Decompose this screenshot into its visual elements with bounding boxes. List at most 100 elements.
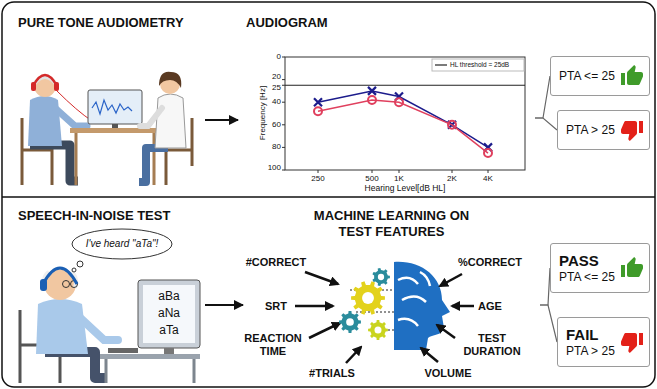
audiogram-chart (282, 85, 285, 86)
audiogram-chart (318, 170, 319, 173)
audiometry-illustration (34, 75, 56, 97)
outer-frame (2, 196, 655, 198)
result-text: PTA > 25 (566, 123, 615, 137)
speech-test-illustration (36, 299, 88, 354)
data-line (318, 91, 488, 147)
audiometry-illustration (139, 148, 168, 182)
data-marker (368, 87, 376, 95)
screen-syllable: aTa (159, 324, 178, 338)
branch-line (540, 305, 557, 342)
feature-label: VOLUME (424, 367, 471, 380)
audiometry-illustration (33, 75, 57, 86)
feature-label: AGE (478, 300, 502, 313)
ml-brain-icon (350, 262, 450, 350)
result-box: PASSPTA <= 25 (550, 243, 650, 293)
speech-test-illustration (44, 268, 76, 300)
speech-test-illustration (164, 348, 174, 354)
speech-test-illustration (72, 229, 172, 259)
audiogram-chart (372, 170, 373, 173)
feature-label: SRT (265, 300, 287, 313)
speech-bubble-text: I've heard "aTa"! (86, 238, 159, 250)
gear-icon (362, 292, 374, 304)
thumb-up-icon (620, 256, 644, 280)
data-marker (395, 98, 403, 106)
flow-arrow (205, 304, 243, 306)
gear-icon (351, 281, 385, 314)
speech-test-illustration (72, 268, 76, 272)
gear-icon (368, 320, 388, 340)
audiometry-illustration (92, 100, 132, 114)
feature-arrow (440, 274, 462, 286)
axis-tick: 500 (365, 174, 378, 183)
result-heading: FAIL (566, 326, 599, 344)
legend-line-sample (435, 64, 447, 65)
speech-test-illustration (100, 354, 200, 359)
audiometry-illustration (30, 145, 78, 181)
screen-syllable: aBa (158, 290, 179, 304)
speech-test-illustration (143, 285, 195, 343)
ml-panel: MACHINE LEARNING ON TEST FEATURES (243, 201, 540, 385)
gear-icon (378, 274, 384, 280)
feature-arrow (295, 305, 333, 308)
audiogram-chart (399, 170, 400, 173)
data-marker (484, 149, 492, 157)
feature-arrow (437, 325, 455, 338)
audiogram-chart (282, 57, 285, 58)
ml-brain-icon (398, 272, 430, 326)
audiometry-illustration (55, 108, 87, 126)
thumb-down-icon (620, 330, 644, 354)
feature-arrow (305, 272, 338, 284)
gear-icon (339, 268, 390, 340)
axis-tick: 40 (272, 97, 281, 106)
threshold-line (285, 85, 525, 86)
audiometry-illustration (159, 72, 181, 88)
audiogram-chart (282, 102, 285, 103)
audiogram-chart (282, 79, 285, 80)
axis-tick: 60 (272, 120, 281, 129)
audiometry-illustration (28, 96, 62, 146)
speech-test-illustration (40, 279, 47, 291)
audiogram-chart (282, 124, 285, 125)
chart-panel: AUDIOGRAM (238, 8, 535, 194)
speech-test-illustration (45, 352, 105, 378)
feature-label: %CORRECT (458, 256, 522, 269)
feature-arrow (421, 348, 438, 362)
gear-icon (339, 311, 361, 333)
speech-test-illustration (106, 359, 194, 383)
gear-icon (346, 318, 354, 326)
speech-test-illustration (20, 229, 200, 383)
gear-icon (375, 327, 382, 334)
feature-arrow (309, 323, 340, 338)
audiometry-illustration (88, 90, 142, 124)
feature-arrow (452, 305, 474, 308)
axis-tick: 0 (277, 52, 281, 61)
audiometry-illustration (22, 72, 192, 185)
thumb-up-icon (620, 64, 644, 88)
speech-test-illustration (76, 314, 118, 340)
thumb-shape (621, 257, 643, 277)
result-text: PTA > 25 (566, 344, 615, 358)
audiogram-chart (282, 147, 285, 148)
result-box: PTA <= 25 (550, 56, 650, 96)
feature-label: REACTION TIME (236, 332, 311, 357)
data-marker (314, 98, 322, 106)
audiometry-illustration (31, 82, 36, 91)
audiometry-illustration (54, 82, 59, 91)
speech-test-illustration (43, 268, 77, 284)
section-heading: MACHINE LEARNING ON TEST FEATURES (302, 208, 482, 239)
axis-tick: 1K (394, 174, 404, 183)
audiometry-illustration (140, 108, 162, 126)
feature-label: #TRIALS (309, 367, 355, 380)
feature-label: #CORRECT (246, 256, 307, 269)
axis-tick: 25 (272, 83, 281, 92)
axis-tick: 4K (483, 174, 493, 183)
section-heading: AUDIOGRAM (246, 15, 328, 31)
axis-tick: 100 (268, 163, 281, 172)
branch-line (540, 268, 550, 305)
data-line (318, 100, 488, 153)
result-box: FAILPTA > 25 (557, 317, 650, 367)
